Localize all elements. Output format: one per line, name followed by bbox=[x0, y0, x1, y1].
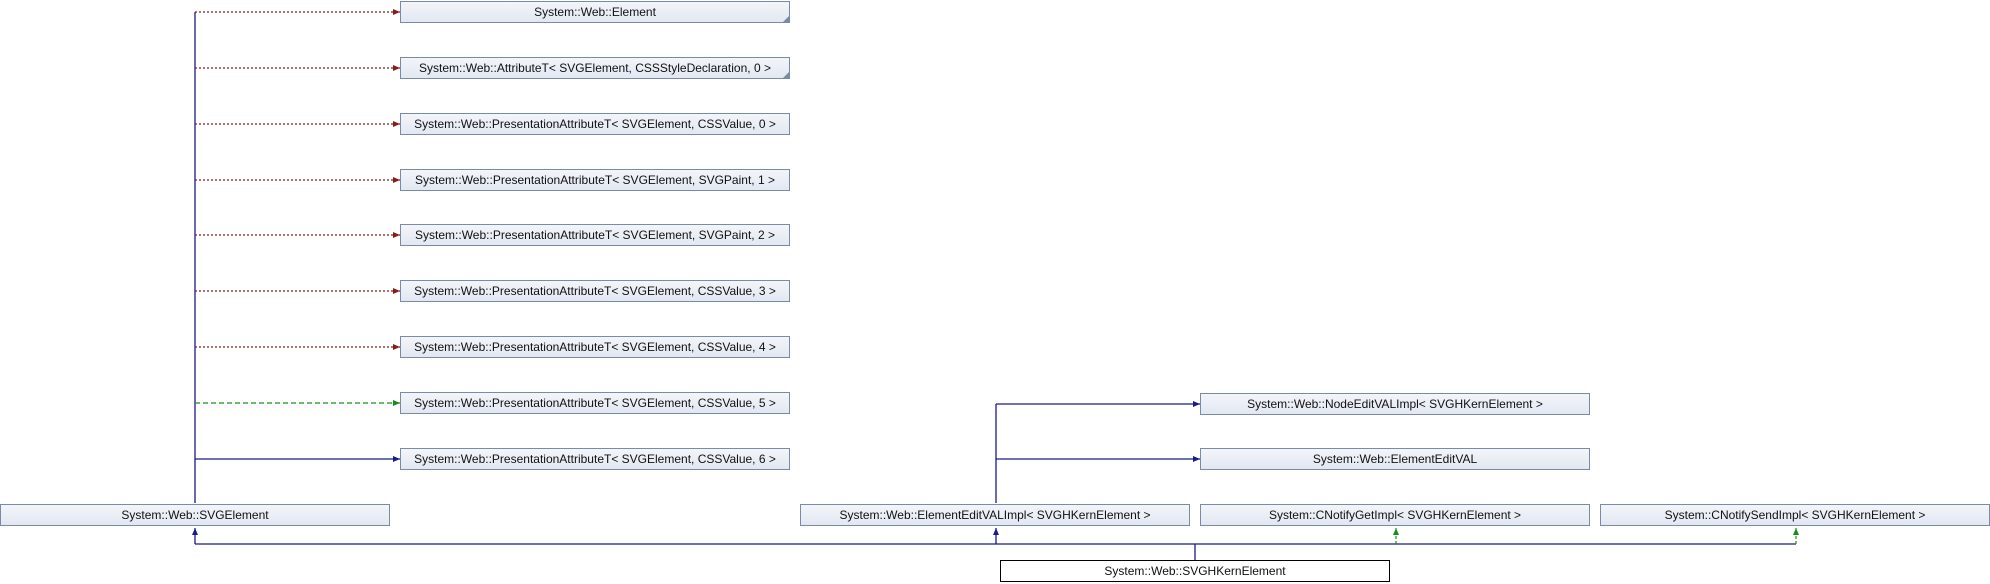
class-node-svghkern-element: System::Web::SVGHKernElement bbox=[1000, 560, 1390, 582]
class-node-element-edit-val-impl[interactable]: System::Web::ElementEditVALImpl< SVGHKer… bbox=[800, 504, 1190, 526]
class-node-node-edit-val-impl[interactable]: System::Web::NodeEditVALImpl< SVGHKernEl… bbox=[1200, 393, 1590, 415]
class-node-pres-attr-0[interactable]: System::Web::PresentationAttributeT< SVG… bbox=[400, 113, 790, 135]
class-node-pres-attr-1[interactable]: System::Web::PresentationAttributeT< SVG… bbox=[400, 169, 790, 191]
class-node-element[interactable]: System::Web::Element bbox=[400, 1, 790, 23]
class-node-cnotify-send-impl[interactable]: System::CNotifySendImpl< SVGHKernElement… bbox=[1600, 504, 1990, 526]
class-node-pres-attr-2[interactable]: System::Web::PresentationAttributeT< SVG… bbox=[400, 224, 790, 246]
class-node-pres-attr-5[interactable]: System::Web::PresentationAttributeT< SVG… bbox=[400, 392, 790, 414]
class-node-element-edit-val[interactable]: System::Web::ElementEditVAL bbox=[1200, 448, 1590, 470]
class-node-pres-attr-6[interactable]: System::Web::PresentationAttributeT< SVG… bbox=[400, 448, 790, 470]
class-node-pres-attr-3[interactable]: System::Web::PresentationAttributeT< SVG… bbox=[400, 280, 790, 302]
class-node-cnotify-get-impl[interactable]: System::CNotifyGetImpl< SVGHKernElement … bbox=[1200, 504, 1590, 526]
class-node-svg-element[interactable]: System::Web::SVGElement bbox=[0, 504, 390, 526]
class-node-pres-attr-4[interactable]: System::Web::PresentationAttributeT< SVG… bbox=[400, 336, 790, 358]
class-node-attribute-t[interactable]: System::Web::AttributeT< SVGElement, CSS… bbox=[400, 57, 790, 79]
